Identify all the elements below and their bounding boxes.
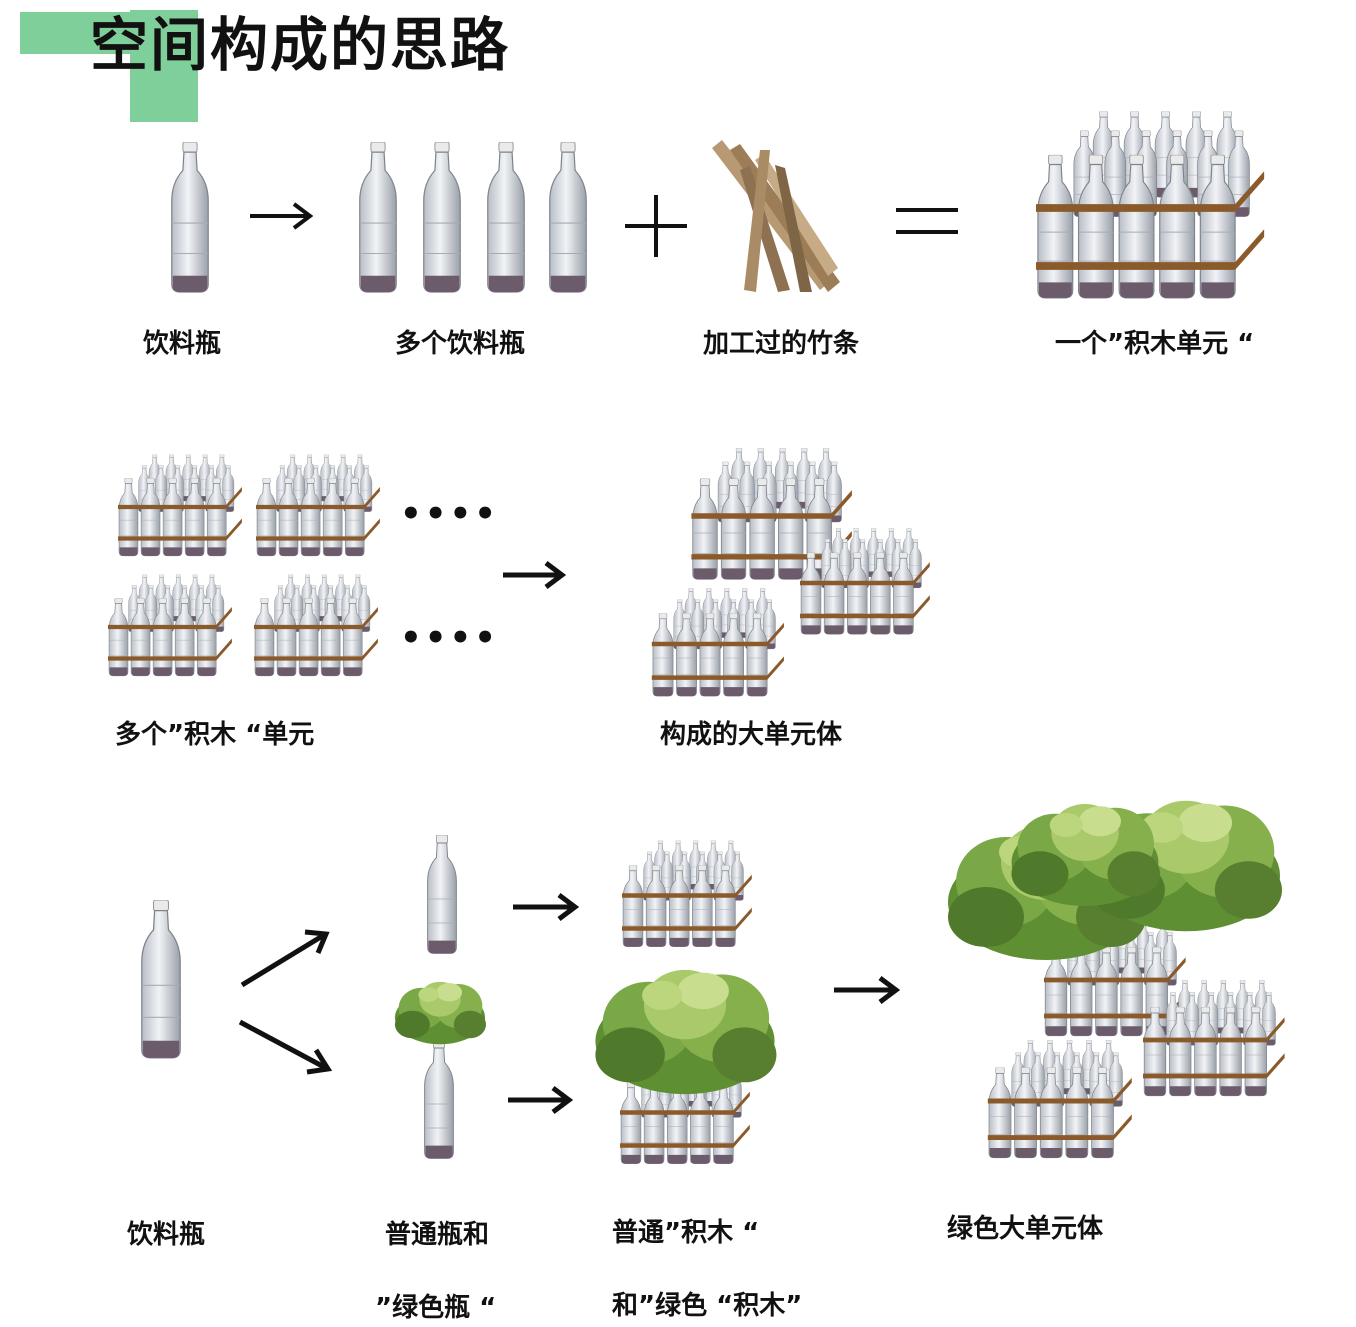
title-accent-square (130, 10, 198, 122)
ellipsis-bottom: •••• (400, 618, 499, 658)
ellipsis-top: •••• (400, 494, 499, 534)
label-bottle: 饮料瓶 (143, 329, 222, 359)
page-title: 空间构成的思路 (90, 11, 511, 79)
arrow-up-right-icon (240, 929, 330, 988)
label-bottle: 饮料瓶 (127, 1220, 206, 1250)
bottle-icon (427, 835, 457, 954)
block-unit-icon (622, 841, 752, 947)
bamboo-strips-icon (712, 140, 840, 292)
green-block-unit-icon (595, 969, 777, 1164)
label-bottles: 多个饮料瓶 (395, 329, 526, 359)
arrow-down-right-icon (238, 1019, 333, 1075)
green-bottle-icon (394, 981, 486, 1160)
block-units-grid (108, 455, 380, 676)
arrow-right-icon (503, 561, 567, 589)
big-unit-icon (652, 448, 930, 696)
multiple-bottles-icon (359, 142, 587, 293)
label-block-unit: 一个”积木单元 “ (1055, 329, 1255, 359)
label-multiple-blocks: 多个”积木 “单元 (115, 720, 315, 750)
arrow-right-icon (508, 1086, 574, 1114)
bottle-icon (141, 900, 181, 1059)
block-unit-icon (1036, 111, 1264, 298)
green-big-unit-icon (948, 800, 1285, 1158)
label-big-unit: 构成的大单元体 (660, 720, 843, 750)
plus-icon (625, 195, 687, 257)
arrow-right-icon (834, 976, 901, 1004)
label-bamboo: 加工过的竹条 (703, 329, 860, 359)
arrow-right-icon (513, 893, 580, 921)
label-green-unit: 绿色大单元体 (947, 1214, 1104, 1244)
label-blocks-line1: 普通”积木 “ (612, 1218, 760, 1248)
label-split-line1: 普通瓶和 (385, 1220, 490, 1250)
bottle-icon (171, 142, 209, 293)
label-blocks-line2: 和”绿色 “积木” (612, 1291, 803, 1321)
label-split-line2: ”绿色瓶 “ (375, 1293, 497, 1323)
equals-icon (896, 208, 958, 234)
title-accent-square (20, 12, 130, 54)
arrow-right-icon (250, 202, 314, 230)
